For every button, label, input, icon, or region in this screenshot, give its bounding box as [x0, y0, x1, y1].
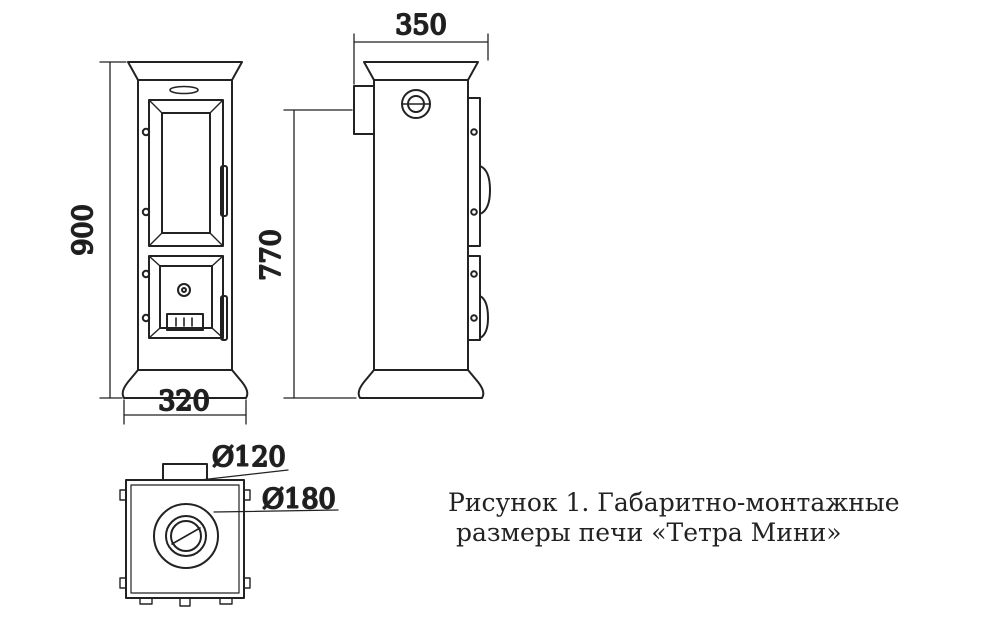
dim-320-label: 320: [158, 386, 210, 417]
dim-770: [283, 109, 357, 399]
dim-diameter-180-label: Ø180: [262, 484, 336, 515]
front-view: [121, 61, 249, 399]
side-view: [353, 61, 491, 399]
caption-line-1: Рисунок 1. Габаритно-монтажные: [448, 488, 900, 517]
dim-diameter-120-label: Ø120: [212, 442, 286, 473]
dim-350: [353, 33, 489, 85]
top-view: [119, 463, 339, 607]
dim-770-label: 770: [256, 229, 287, 281]
dim-900-label: 900: [68, 204, 99, 256]
dim-320: [123, 399, 247, 425]
caption-line-2: размеры печи «Тетра Мини»: [456, 518, 842, 547]
dim-900: [99, 61, 127, 399]
figure-caption: Рисунок 1. Габаритно-монтажные размеры п…: [448, 488, 900, 548]
dim-350-label: 350: [395, 10, 447, 41]
